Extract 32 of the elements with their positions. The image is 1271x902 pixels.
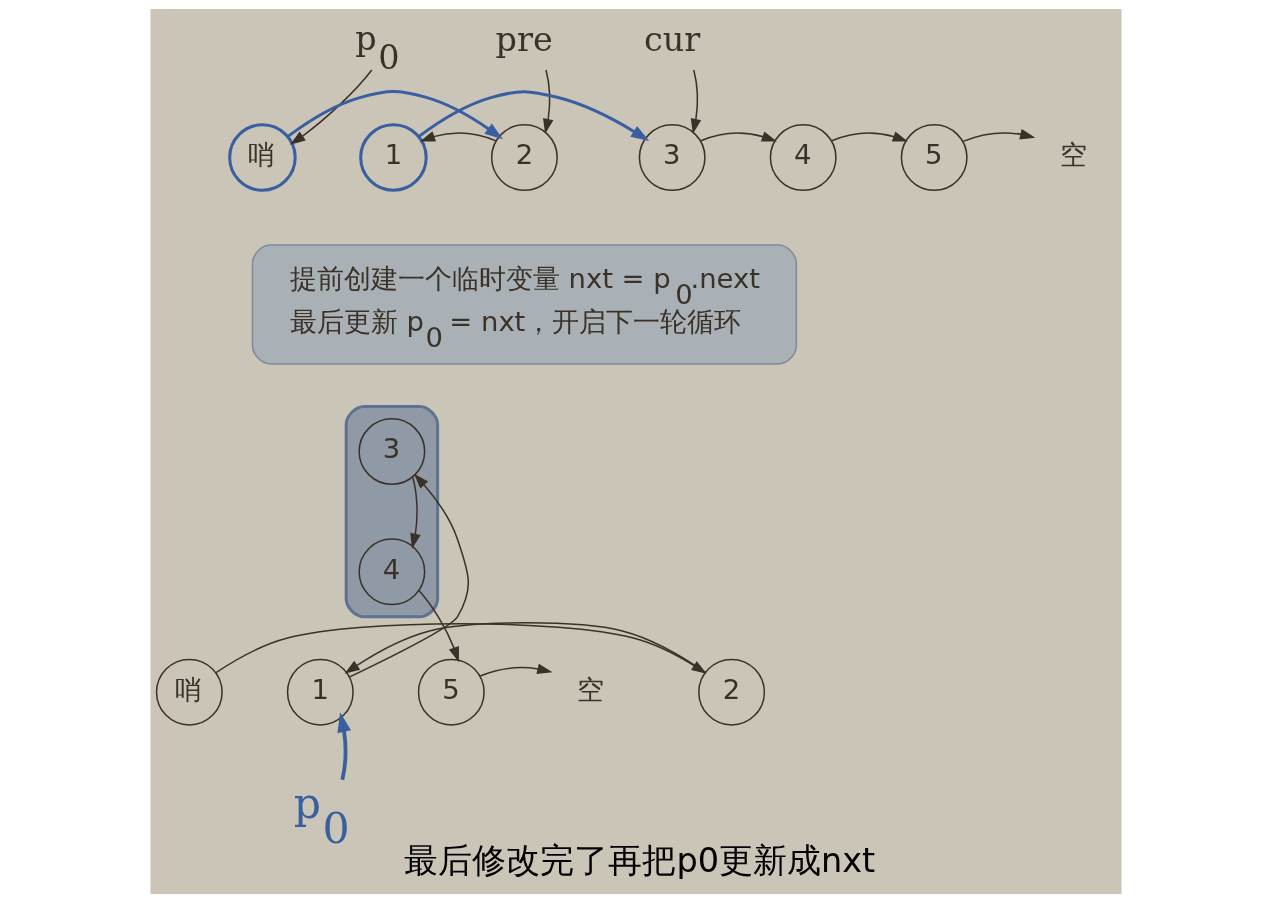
node-circle: 哨	[227, 122, 297, 192]
node-circle: 5	[417, 658, 485, 726]
cluster	[344, 404, 439, 618]
arrow	[542, 68, 553, 134]
arrow	[417, 89, 649, 141]
node-text: pre	[494, 19, 553, 59]
node-circle: 2	[697, 658, 765, 726]
arrow	[419, 130, 497, 142]
node-circle: 4	[769, 123, 837, 191]
arrow	[336, 711, 351, 780]
node-circle: 5	[900, 123, 968, 191]
arrow	[289, 68, 372, 145]
node-circle: 1	[286, 658, 354, 726]
arrow	[479, 663, 552, 677]
node-text: 空	[576, 673, 604, 705]
arrow	[690, 68, 701, 134]
arrow	[417, 589, 459, 662]
node-text: cur	[643, 19, 700, 59]
node-circle: 哨	[155, 658, 223, 726]
arrow	[286, 89, 503, 139]
node-circle: 3	[357, 417, 425, 485]
node-circle: 4	[357, 537, 425, 605]
node-circle: 1	[358, 122, 428, 192]
node-circle: 3	[638, 123, 706, 191]
node-circle: 2	[490, 123, 558, 191]
node-text: 空	[1059, 138, 1087, 170]
caption: 最后修改完了再把p0更新成nxt	[403, 840, 875, 880]
arrow	[830, 130, 908, 142]
arrow	[699, 130, 777, 142]
arrow	[961, 128, 1035, 142]
arrow	[348, 473, 469, 678]
arrow	[409, 476, 421, 549]
